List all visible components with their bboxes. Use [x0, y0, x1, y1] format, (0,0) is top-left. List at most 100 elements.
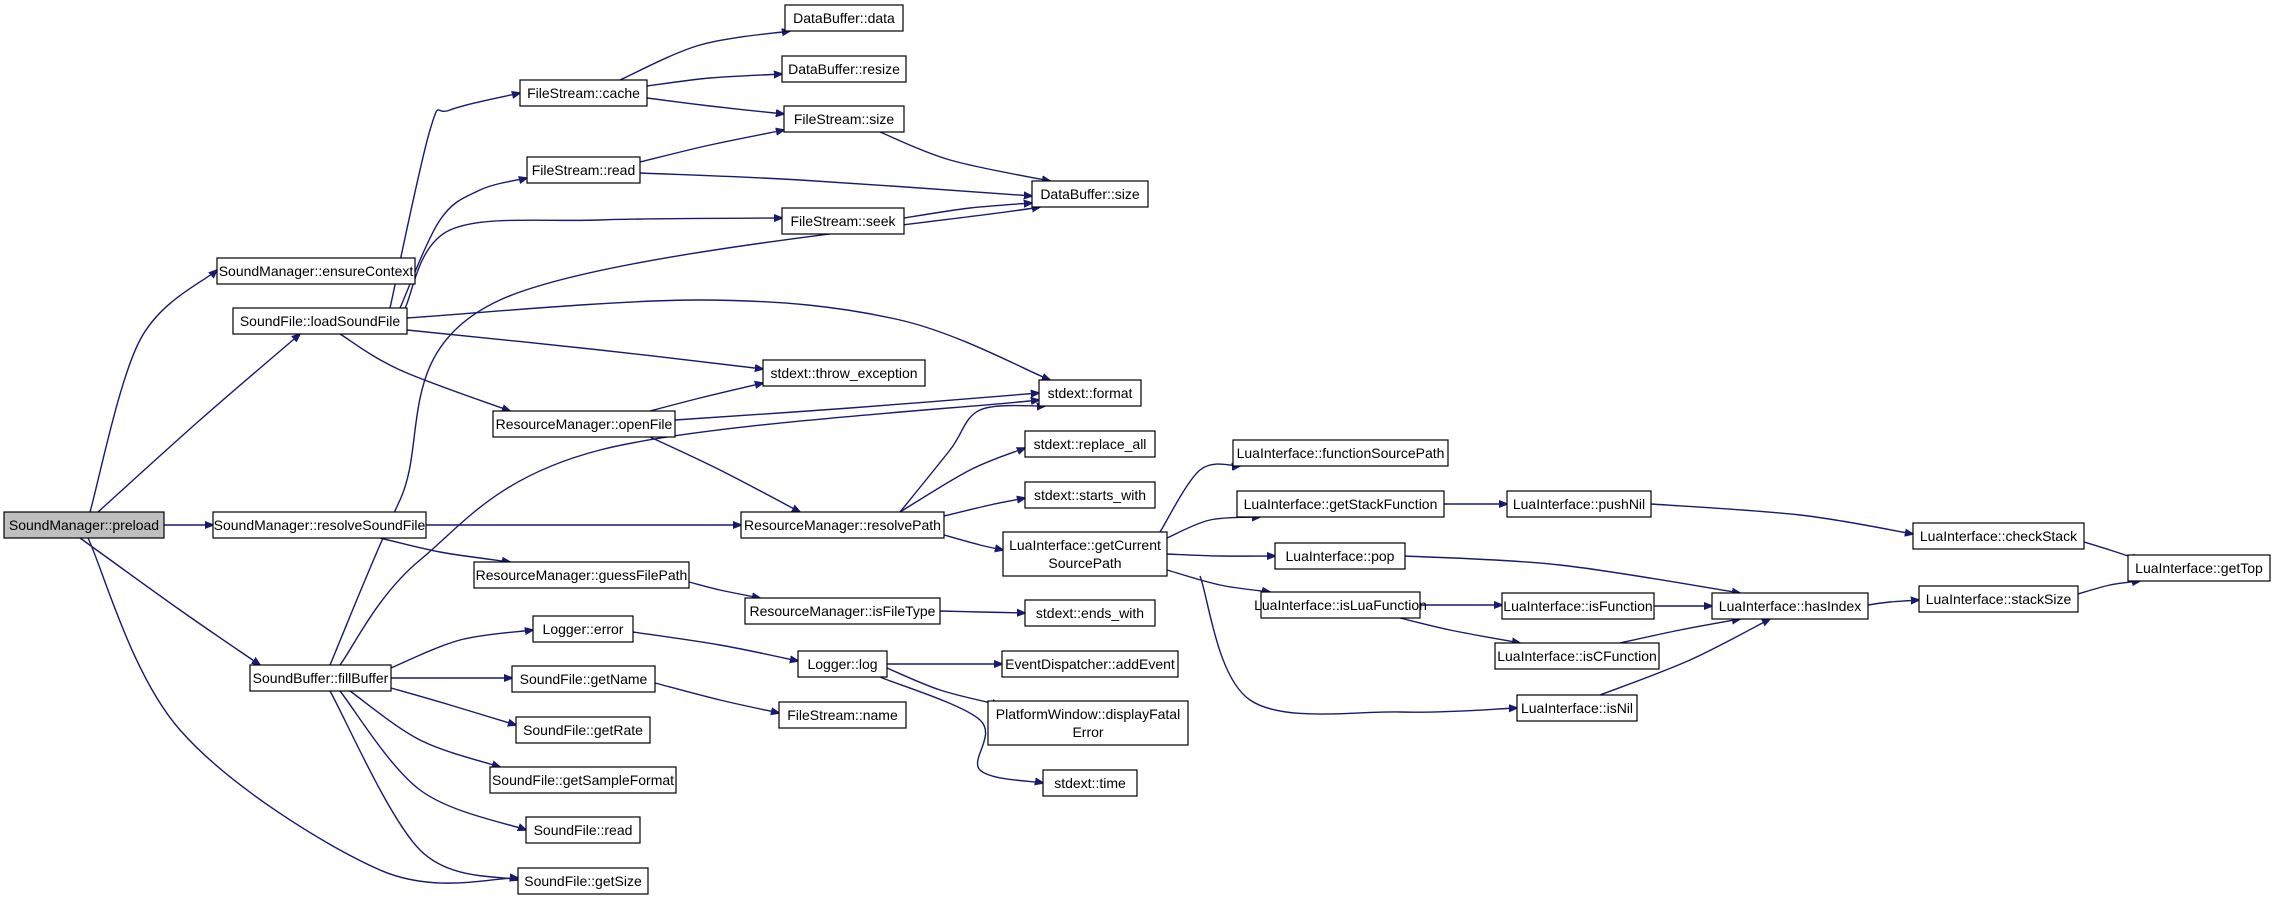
node-getTop[interactable]: LuaInterface::getTop: [2127, 554, 2271, 582]
node-box: [1024, 599, 1156, 627]
edge-fs_cache-to-fs_size: [646, 97, 784, 114]
node-box: [515, 716, 651, 744]
node-checkStack[interactable]: LuaInterface::checkStack: [1912, 522, 2085, 550]
edge-pushNil-to-checkStack: [1650, 503, 1913, 534]
node-label: LuaInterface::isFunction: [1503, 598, 1652, 614]
node-label: LuaInterface::isNil: [1521, 700, 1633, 716]
node-label: SoundFile::getRate: [523, 722, 643, 738]
node-fillBuffer[interactable]: SoundBuffer::fillBuffer: [249, 664, 392, 692]
node-pushNil[interactable]: LuaInterface::pushNil: [1506, 490, 1652, 518]
edge-fs_seek-to-db_size: [903, 203, 1032, 219]
node-label: stdext::time: [1054, 775, 1126, 791]
node-resolvePath[interactable]: ResourceManager::resolvePath: [740, 511, 945, 539]
node-label: FileStream::size: [794, 111, 895, 127]
edge-fs_size-to-db_size: [879, 131, 1050, 181]
edge-getCurrentSourcePath-to-getStackFunction: [1166, 517, 1260, 539]
node-box: [1031, 180, 1149, 208]
node-getName[interactable]: SoundFile::getName: [511, 665, 656, 693]
node-box: [1038, 379, 1142, 407]
node-replace_all[interactable]: stdext::replace_all: [1024, 430, 1156, 458]
node-box: [1236, 490, 1445, 518]
node-starts_with[interactable]: stdext::starts_with: [1024, 481, 1156, 509]
node-getStackFunction[interactable]: LuaInterface::getStackFunction: [1236, 490, 1445, 518]
node-fs_name[interactable]: FileStream::name: [778, 701, 907, 729]
edge-preload-to-getSize: [87, 537, 518, 884]
node-logger_log[interactable]: Logger::log: [797, 650, 888, 678]
node-sf_read[interactable]: SoundFile::read: [525, 816, 641, 844]
node-label: SoundManager::ensureContext: [219, 263, 414, 279]
node-label: LuaInterface::functionSourcePath: [1237, 445, 1445, 461]
node-box: [212, 511, 427, 539]
node-box: [740, 511, 945, 539]
node-db_size[interactable]: DataBuffer::size: [1031, 180, 1149, 208]
node-preload[interactable]: SoundManager::preload: [3, 511, 165, 539]
node-box: [1501, 592, 1655, 620]
node-isCFunction[interactable]: LuaInterface::isCFunction: [1494, 642, 1660, 670]
node-getSize[interactable]: SoundFile::getSize: [517, 867, 649, 895]
node-isLuaFunction[interactable]: LuaInterface::isLuaFunction: [1254, 591, 1427, 619]
node-db_data[interactable]: DataBuffer::data: [784, 4, 904, 32]
edge-preload-to-loadSoundFile: [97, 334, 300, 513]
node-label: SoundManager::preload: [9, 517, 159, 533]
node-label: FileStream::cache: [527, 85, 640, 101]
node-getSampleFormat[interactable]: SoundFile::getSampleFormat: [489, 766, 677, 794]
node-label: SoundFile::loadSoundFile: [240, 313, 401, 329]
node-box: [1918, 585, 2079, 613]
node-label: LuaInterface::stackSize: [1926, 591, 2072, 607]
node-label: LuaInterface::pop: [1286, 548, 1395, 564]
node-format[interactable]: stdext::format: [1038, 379, 1142, 407]
node-box: [778, 701, 907, 729]
edge-stackSize-to-getTop: [2077, 581, 2140, 595]
node-ends_with[interactable]: stdext::ends_with: [1024, 599, 1156, 627]
node-label: SoundBuffer::fillBuffer: [253, 670, 389, 686]
edge-resolveSoundFile-to-guessFilePath: [379, 537, 510, 562]
node-label: stdext::format: [1048, 385, 1133, 401]
node-loadSoundFile[interactable]: SoundFile::loadSoundFile: [232, 307, 408, 335]
node-logger_error[interactable]: Logger::error: [532, 615, 634, 643]
node-openFile[interactable]: ResourceManager::openFile: [492, 410, 676, 438]
node-box: [1494, 642, 1660, 670]
node-isFunction[interactable]: LuaInterface::isFunction: [1501, 592, 1655, 620]
edge-logger_log-to-displayFatal: [886, 667, 1000, 705]
node-fs_read[interactable]: FileStream::read: [526, 156, 641, 184]
edge-getCurrentSourcePath-to-pop: [1166, 554, 1275, 556]
edge-fs_read-to-db_size: [639, 172, 1032, 196]
node-box: [517, 867, 649, 895]
node-box: [519, 79, 648, 107]
node-label: SoundFile::read: [534, 822, 633, 838]
node-box: [489, 766, 677, 794]
node-pop[interactable]: LuaInterface::pop: [1274, 542, 1406, 570]
node-time[interactable]: stdext::time: [1042, 769, 1138, 797]
node-getRate[interactable]: SoundFile::getRate: [515, 716, 651, 744]
edge-fillBuffer-to-logger_error: [390, 630, 533, 669]
node-db_resize[interactable]: DataBuffer::resize: [781, 55, 907, 83]
edge-openFile-to-format: [674, 393, 1039, 421]
node-ensureContext[interactable]: SoundManager::ensureContext: [216, 257, 416, 285]
node-addEvent[interactable]: EventDispatcher::addEvent: [1001, 650, 1179, 678]
node-functionSourcePath[interactable]: LuaInterface::functionSourcePath: [1232, 439, 1449, 467]
node-fs_size[interactable]: FileStream::size: [783, 105, 905, 133]
node-resolveSoundFile[interactable]: SoundManager::resolveSoundFile: [212, 511, 427, 539]
edge-fs_read-to-fs_size: [639, 130, 784, 163]
node-box: [781, 207, 905, 235]
node-isNil[interactable]: LuaInterface::isNil: [1516, 694, 1638, 722]
node-label: LuaInterface::hasIndex: [1719, 598, 1861, 614]
node-hasIndex[interactable]: LuaInterface::hasIndex: [1711, 592, 1869, 620]
node-throw[interactable]: stdext::throw_exception: [762, 359, 926, 387]
node-isFileType[interactable]: ResourceManager::isFileType: [744, 597, 941, 625]
node-label: LuaInterface::isLuaFunction: [1254, 597, 1427, 613]
edge-fillBuffer-to-getSize: [329, 690, 518, 880]
edge-fillBuffer-to-sf_read: [339, 690, 526, 830]
node-stackSize[interactable]: LuaInterface::stackSize: [1918, 585, 2079, 613]
node-label: FileStream::seek: [790, 213, 896, 229]
node-guessFilePath[interactable]: ResourceManager::guessFilePath: [473, 561, 690, 589]
edge-fillBuffer-to-db_size: [329, 207, 1040, 666]
node-label: LuaInterface::getStackFunction: [1244, 496, 1438, 512]
node-label: stdext::throw_exception: [770, 365, 917, 381]
node-fs_cache[interactable]: FileStream::cache: [519, 79, 648, 107]
node-fs_seek[interactable]: FileStream::seek: [781, 207, 905, 235]
